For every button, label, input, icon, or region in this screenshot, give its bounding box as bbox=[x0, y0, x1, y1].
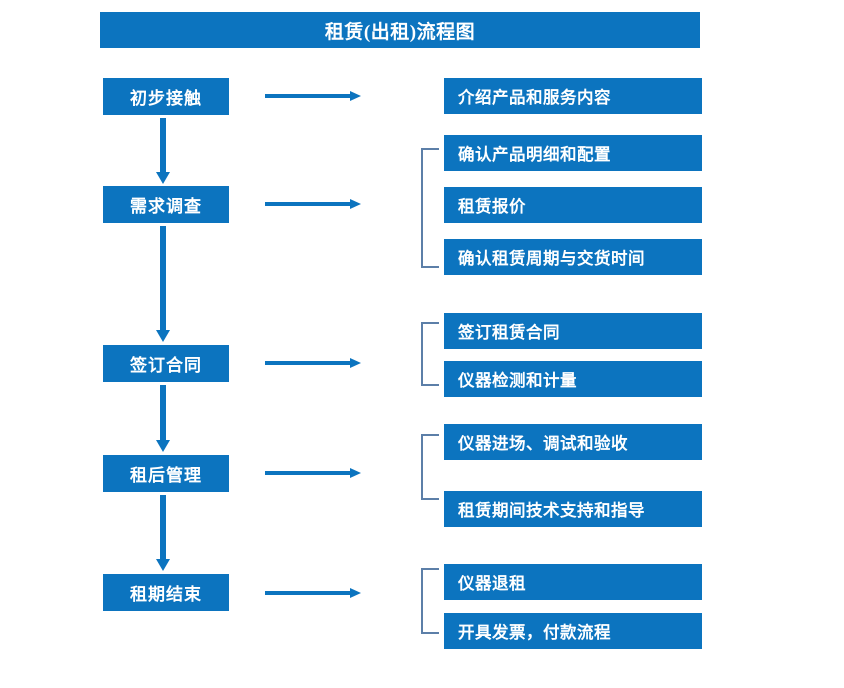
arrow-shaft bbox=[160, 226, 166, 330]
horizontal-arrow-5 bbox=[265, 588, 361, 598]
horizontal-arrow-1 bbox=[265, 91, 361, 101]
detail-box-3[interactable]: 租赁报价 bbox=[444, 187, 702, 223]
arrow-head-right-icon bbox=[350, 199, 361, 209]
arrow-head-right-icon bbox=[350, 588, 361, 598]
arrow-shaft bbox=[265, 361, 351, 365]
stage-box-2[interactable]: 需求调查 bbox=[103, 186, 229, 223]
detail-box-6[interactable]: 仪器检测和计量 bbox=[444, 361, 702, 397]
arrow-shaft bbox=[265, 202, 351, 206]
vertical-arrow-2 bbox=[156, 226, 170, 342]
detail-box-1[interactable]: 介绍产品和服务内容 bbox=[444, 78, 702, 114]
stage-box-3[interactable]: 签订合同 bbox=[103, 345, 229, 382]
arrow-head-down-icon bbox=[156, 559, 170, 571]
vertical-arrow-3 bbox=[156, 385, 170, 452]
arrow-shaft bbox=[265, 591, 351, 595]
arrow-shaft bbox=[265, 471, 351, 475]
detail-box-7[interactable]: 仪器进场、调试和验收 bbox=[444, 424, 702, 460]
vertical-arrow-1 bbox=[156, 118, 170, 184]
arrow-shaft bbox=[160, 118, 166, 172]
page-title: 租赁(出租)流程图 bbox=[100, 12, 700, 48]
arrow-head-down-icon bbox=[156, 172, 170, 184]
horizontal-arrow-4 bbox=[265, 468, 361, 478]
arrow-shaft bbox=[160, 495, 166, 559]
group-bracket-4 bbox=[421, 434, 439, 500]
arrow-shaft bbox=[160, 385, 166, 440]
arrow-head-right-icon bbox=[350, 468, 361, 478]
stage-box-4[interactable]: 租后管理 bbox=[103, 455, 229, 492]
detail-box-9[interactable]: 仪器退租 bbox=[444, 564, 702, 600]
vertical-arrow-4 bbox=[156, 495, 170, 571]
detail-box-8[interactable]: 租赁期间技术支持和指导 bbox=[444, 491, 702, 527]
arrow-shaft bbox=[265, 94, 351, 98]
stage-box-1[interactable]: 初步接触 bbox=[103, 78, 229, 115]
detail-box-10[interactable]: 开具发票，付款流程 bbox=[444, 613, 702, 649]
arrow-head-down-icon bbox=[156, 330, 170, 342]
stage-box-5[interactable]: 租期结束 bbox=[103, 574, 229, 611]
group-bracket-2 bbox=[421, 148, 439, 268]
horizontal-arrow-2 bbox=[265, 199, 361, 209]
group-bracket-5 bbox=[421, 568, 439, 634]
detail-box-2[interactable]: 确认产品明细和配置 bbox=[444, 135, 702, 171]
detail-box-4[interactable]: 确认租赁周期与交货时间 bbox=[444, 239, 702, 275]
horizontal-arrow-3 bbox=[265, 358, 361, 368]
detail-box-5[interactable]: 签订租赁合同 bbox=[444, 313, 702, 349]
arrow-head-right-icon bbox=[350, 91, 361, 101]
arrow-head-down-icon bbox=[156, 440, 170, 452]
group-bracket-3 bbox=[421, 322, 439, 386]
arrow-head-right-icon bbox=[350, 358, 361, 368]
